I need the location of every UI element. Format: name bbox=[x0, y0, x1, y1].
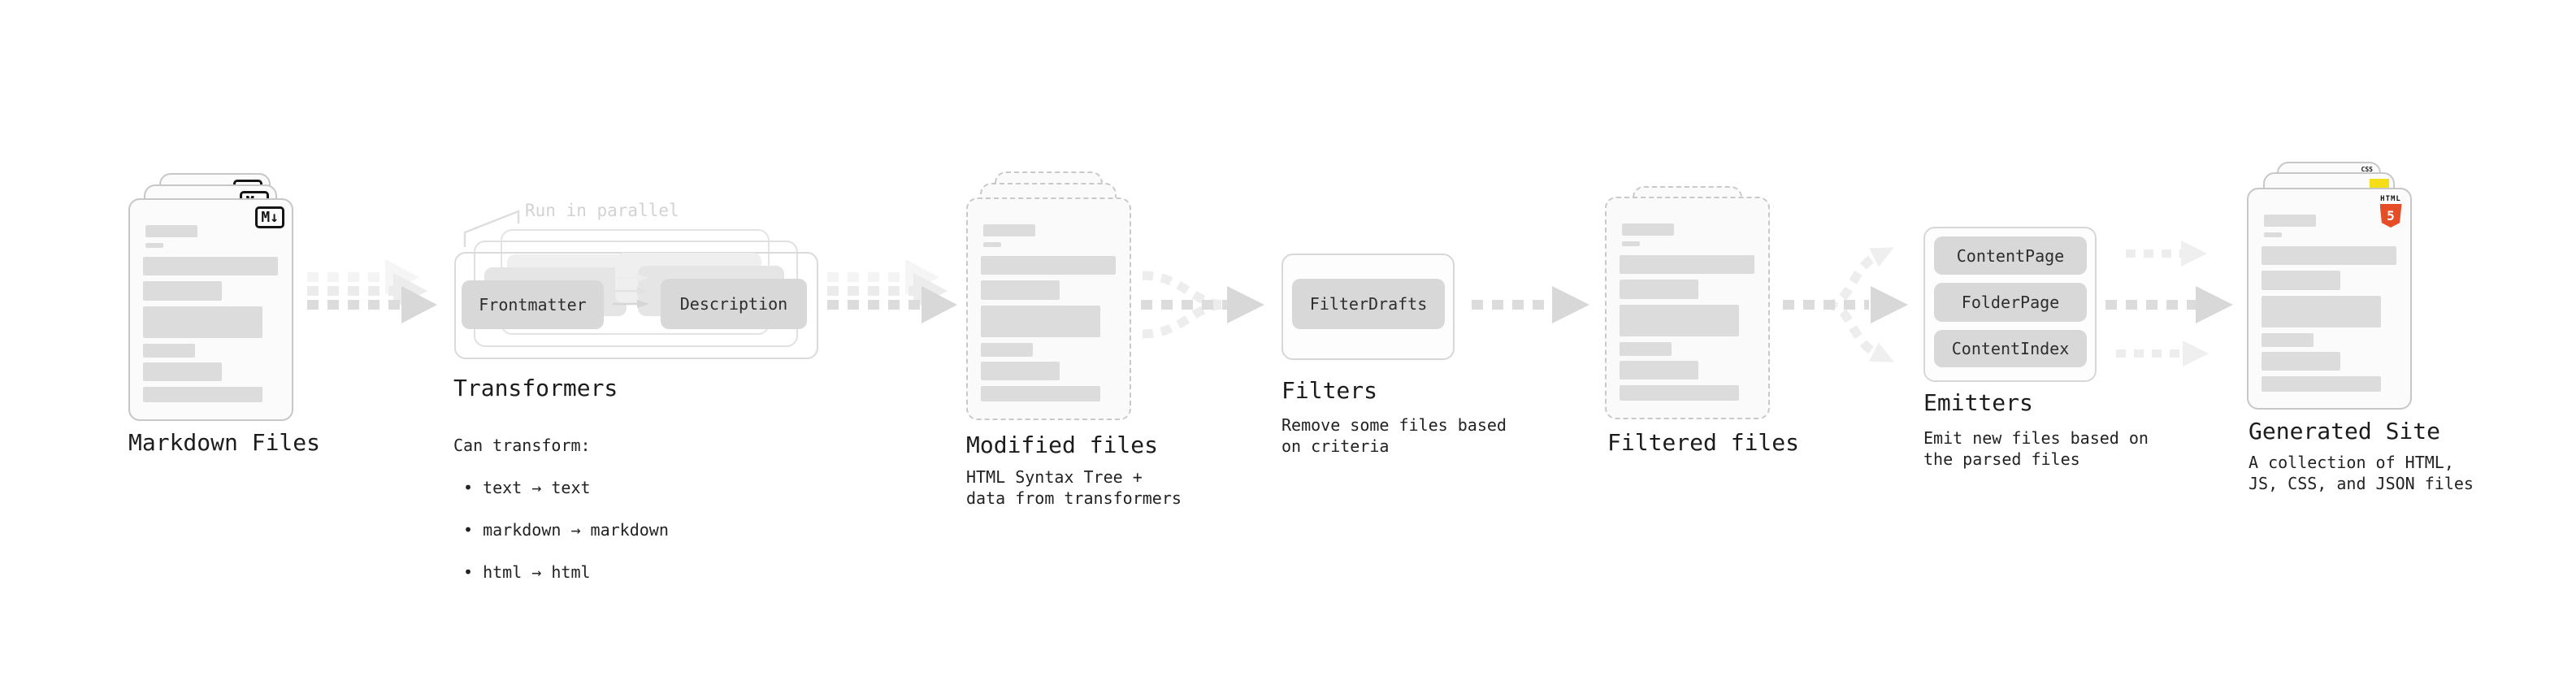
transform-arrows-icon bbox=[613, 274, 649, 308]
can-transform-heading: Can transform: bbox=[453, 436, 591, 455]
doc-line bbox=[981, 343, 1033, 357]
doc-line bbox=[2264, 232, 2282, 237]
filtered-file-card-front bbox=[1605, 197, 1770, 419]
filterdrafts-node: FilterDrafts bbox=[1292, 279, 1445, 329]
filters-title: Filters bbox=[1281, 377, 1378, 404]
doc-line bbox=[981, 306, 1100, 337]
doc-line bbox=[1622, 241, 1640, 246]
folderpage-node: FolderPage bbox=[1934, 283, 2087, 322]
emitters-title: Emitters bbox=[1923, 389, 2033, 416]
doc-line bbox=[1620, 280, 1698, 299]
doc-line bbox=[983, 242, 1001, 247]
doc-line bbox=[1620, 342, 1672, 356]
transform-bullet-2: • html → html bbox=[463, 562, 591, 582]
flow-arrow-filters-to-filtered bbox=[1472, 286, 1589, 323]
filtered-files-title: Filtered files bbox=[1607, 429, 1800, 456]
transform-bullet-1: • markdown → markdown bbox=[463, 520, 669, 540]
doc-line bbox=[143, 344, 195, 358]
html5-icon-shield: 5 bbox=[2379, 204, 2402, 228]
doc-line bbox=[145, 243, 163, 248]
generated-file-card-front: HTML 5 bbox=[2247, 188, 2412, 410]
annotation-leader-line bbox=[463, 210, 520, 247]
doc-line bbox=[143, 306, 262, 338]
flow-arrow-branch-to-emitters bbox=[1783, 247, 1908, 362]
doc-line bbox=[2262, 376, 2381, 392]
generated-site-description: A collection of HTML, JS, CSS, and JSON … bbox=[2249, 453, 2474, 493]
doc-line bbox=[143, 362, 222, 381]
doc-line bbox=[1620, 255, 1754, 274]
html5-icon: HTML 5 bbox=[2378, 195, 2404, 228]
flow-arrow-merge-into-filters bbox=[1141, 271, 1264, 339]
flow-arrow-transformers-to-modified bbox=[827, 259, 957, 323]
flow-arrows-emitters-to-generated bbox=[2105, 241, 2233, 367]
emitters-description: Emit new files based on the parsed files bbox=[1923, 428, 2149, 469]
transformers-title: Transformers bbox=[453, 375, 618, 401]
contentindex-node: ContentIndex bbox=[1934, 330, 2087, 367]
doc-line bbox=[981, 386, 1100, 401]
filters-description: Remove some files based on criteria bbox=[1281, 415, 1507, 456]
modified-files-description: HTML Syntax Tree + data from transformer… bbox=[966, 467, 1182, 508]
modified-files-title: Modified files bbox=[966, 432, 1159, 458]
doc-line bbox=[2262, 352, 2340, 371]
flow-arrow-markdown-to-transformers bbox=[307, 259, 437, 323]
description-node: Description bbox=[661, 279, 807, 329]
doc-line bbox=[981, 280, 1060, 300]
run-in-parallel-label: Run in parallel bbox=[525, 201, 679, 220]
generated-site-title: Generated Site bbox=[2249, 418, 2441, 445]
doc-line bbox=[981, 362, 1060, 380]
markdown-file-card-front: M↓ bbox=[128, 198, 293, 421]
doc-line bbox=[2264, 215, 2316, 227]
doc-line bbox=[1622, 223, 1674, 236]
doc-line bbox=[2262, 333, 2314, 347]
contentpage-node: ContentPage bbox=[1934, 236, 2087, 275]
doc-line bbox=[145, 225, 197, 237]
doc-line bbox=[983, 224, 1035, 236]
transformers-description: Can transform: • text → text • markdown … bbox=[453, 414, 669, 604]
doc-line bbox=[1620, 305, 1739, 336]
transform-bullet-0: • text → text bbox=[463, 478, 591, 497]
doc-line bbox=[143, 387, 262, 402]
doc-line bbox=[1620, 385, 1739, 401]
doc-line bbox=[2262, 296, 2381, 327]
modified-file-card-front bbox=[966, 197, 1131, 420]
doc-line bbox=[2262, 271, 2340, 290]
doc-line bbox=[2262, 246, 2396, 265]
doc-line bbox=[143, 281, 222, 301]
doc-line bbox=[981, 256, 1116, 275]
markdown-icon: M↓ bbox=[255, 206, 284, 228]
html5-icon-word: HTML bbox=[2380, 195, 2401, 203]
doc-line bbox=[143, 257, 278, 275]
frontmatter-node: Frontmatter bbox=[462, 280, 604, 329]
doc-line bbox=[1620, 361, 1698, 380]
markdown-files-title: Markdown Files bbox=[128, 429, 321, 456]
